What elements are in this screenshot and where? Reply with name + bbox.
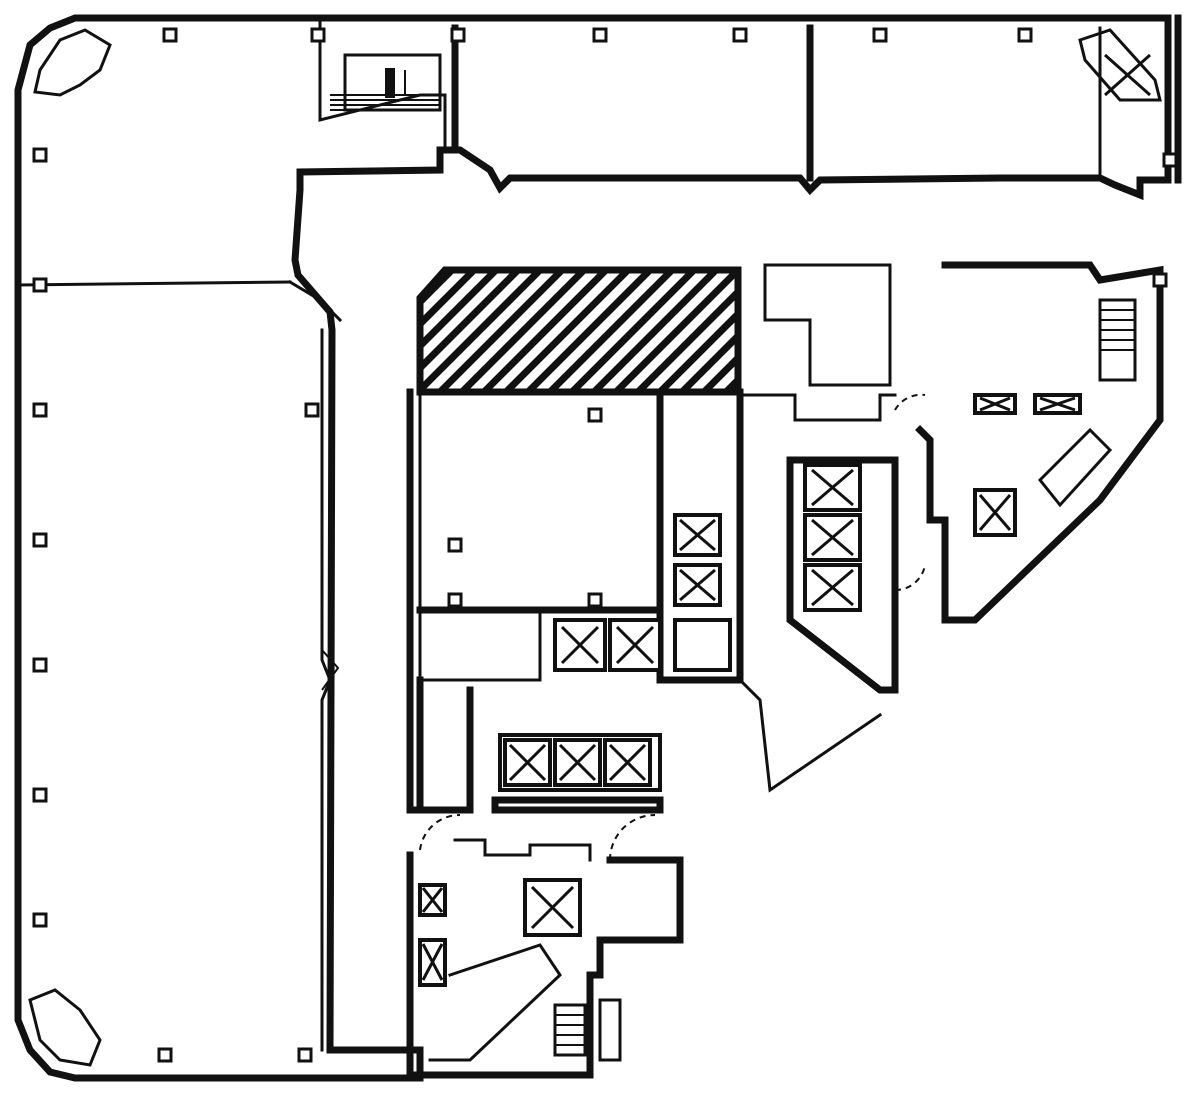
structural-columns [32,27,1178,1063]
east-core-outline [786,456,899,694]
exterior-walls [14,14,1182,1082]
structural-column [304,402,320,418]
hatch-stripe [671,270,738,392]
structural-column [447,592,463,608]
structural-column [872,27,888,43]
hatch-stripe [451,270,597,392]
west-wing [16,279,343,1052]
structural-column [732,27,748,43]
hatch-stripe [894,260,1034,400]
structural-column [587,407,603,423]
hatch-stripe [784,260,924,400]
west-wing-zigzag [287,279,343,323]
far-east-core [915,261,1164,624]
hatched-suite [416,260,1034,400]
east-core-diagonal [737,677,883,793]
north-wing [318,18,1102,182]
elevator-bank-d [803,463,862,612]
structural-column [162,27,178,43]
east-core-rooms-2 [738,393,897,422]
central-core [406,388,744,814]
structural-column [32,787,48,803]
door-swings [419,393,926,861]
hatch-stripe [420,270,465,392]
west-wing-divider [16,280,292,287]
south-stair [553,998,622,1062]
hatch-stripe [539,270,685,392]
hatch-stripe [495,270,641,392]
south-core-inner [453,838,592,862]
east-core [737,263,899,793]
structural-column [1162,152,1178,168]
structural-column [587,592,603,608]
elevator-bank-a [673,513,732,672]
hatch-stripe [420,270,553,392]
core-south-rooms [416,676,474,814]
hatch-stripe [420,270,487,392]
structural-column [32,912,48,928]
structural-column [1017,27,1033,43]
south-core [406,838,684,1079]
structural-column [32,402,48,418]
hatch-stripe [561,270,707,392]
south-core-diagonal-stair [428,943,562,1062]
core-room-outline [416,388,664,614]
north-stair-enclosure [318,18,447,152]
ne-corner-stair [1078,28,1162,102]
hatch-stripe [583,270,729,392]
nw-corner-planter [33,28,112,97]
east-core-restrooms [763,263,892,387]
hatch-stripe [627,270,738,392]
hatch-stripe [762,260,902,400]
north-stair [330,53,442,112]
west-corridor-jog [321,649,340,691]
structural-column [157,1047,173,1063]
elevator-bank-b [553,618,662,672]
structural-column [450,27,466,43]
corner-features [28,28,1162,1067]
structural-column [32,277,48,293]
hatch-stripe [420,270,509,392]
outer-perimeter-wall [14,14,1172,1082]
core-corridor [418,608,542,682]
hatch-stripe [872,260,1012,400]
far-east-diagonal-stair [1037,427,1113,508]
structural-column [32,657,48,673]
structural-column [592,27,608,43]
hatch-stripe [828,260,968,400]
hatch-stripe [649,270,738,392]
structural-column [32,532,48,548]
structural-column [447,537,463,553]
sw-corner-planter [28,988,102,1067]
structural-column [1152,272,1168,288]
hatch-stripe [517,270,663,392]
far-east-stair [1098,298,1137,382]
ne-corner-x [1104,53,1151,97]
hatch-stripe [429,270,575,392]
hatch-stripe [420,270,531,392]
hatch-stripe [806,260,946,400]
structural-column [297,1047,313,1063]
hatch-stripe [605,270,738,392]
elevator-bank-c [491,733,664,814]
far-east-outline [915,261,1164,624]
south-core-outline [406,851,684,1079]
hatch-stripe [473,270,619,392]
hatch-stripe [850,260,990,400]
hatch-stripe [693,270,738,392]
structural-column [32,147,48,163]
structural-column [310,27,326,43]
